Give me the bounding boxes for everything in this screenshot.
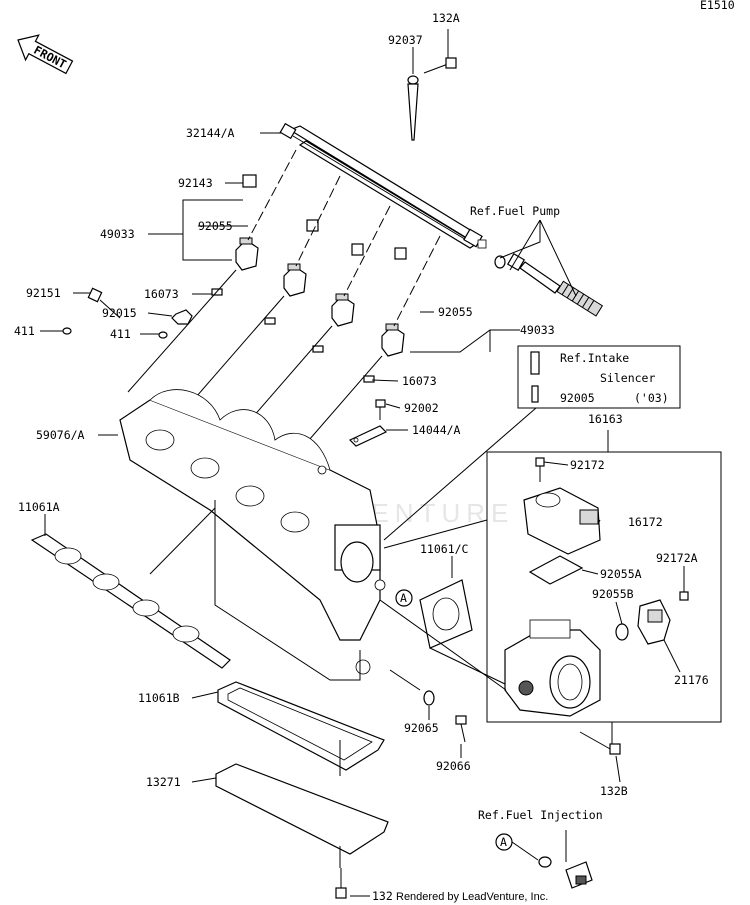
diagram-code: E1510: [700, 0, 735, 12]
seal-16073-d: [363, 375, 375, 383]
label-92002: 92002: [404, 401, 439, 415]
oring-92143-d: [394, 247, 407, 260]
intake-silencer-frame: [517, 345, 681, 409]
label-132A: 132A: [432, 11, 460, 25]
gasket-92055A: [528, 555, 584, 585]
label-16172: 16172: [628, 515, 663, 529]
nut-92015: [171, 309, 193, 325]
plug-92065: [423, 690, 435, 706]
label-13271: 13271: [146, 775, 181, 789]
throttle-body: [504, 619, 601, 717]
injector-4: [381, 323, 405, 357]
label-411-b: 411: [110, 327, 131, 341]
fuel-rail: [279, 122, 487, 249]
seal-16073-b: [264, 317, 276, 325]
label-92172: 92172: [570, 458, 605, 472]
fuel-injection-sensor: [538, 856, 593, 889]
bolt-132A: [423, 57, 457, 74]
oring-92143-c: [351, 243, 364, 256]
label-92005: 92005: [560, 391, 595, 405]
label-92143: 92143: [178, 176, 213, 190]
bolt-132: [335, 868, 347, 899]
label-49033-right: 49033: [520, 323, 555, 337]
seal-16073-c: [312, 345, 324, 353]
rod-92037: [407, 75, 419, 141]
throttle-cover-16172: [523, 487, 601, 555]
label-16163: 16163: [588, 412, 623, 426]
washer-411-a: [62, 327, 72, 335]
front-arrow-label: FRONT: [31, 43, 68, 72]
bolt-132B: [579, 731, 621, 755]
callout-a-top-label: A: [400, 591, 407, 605]
oring-92143-a: [242, 174, 257, 188]
label-16073-top: 16073: [144, 287, 179, 301]
front-arrow-icon: FRONT: [17, 34, 74, 75]
label-92055-left: 92055: [198, 219, 233, 233]
bracket-14044A: [348, 425, 388, 447]
washer-411-b: [158, 331, 168, 339]
gasket-11061B: [217, 681, 385, 771]
callout-a-bottom-label: A: [500, 835, 507, 849]
gasket-11061C: [419, 579, 473, 649]
label-411-a: 411: [14, 324, 35, 338]
part-labels: 132A 92037 32144/A 92143 92055 49033 Ref…: [14, 11, 709, 903]
screw-92172A: [679, 591, 689, 601]
injector-3: [331, 293, 355, 327]
fuel-pump-hose: [494, 252, 604, 317]
label-132B: 132B: [600, 784, 628, 798]
bolt-92066: [455, 715, 467, 743]
label-92066: 92066: [436, 759, 471, 773]
throttle-group-frame: [486, 451, 722, 723]
intake-manifold: [119, 389, 386, 675]
plenum-outline: [214, 500, 361, 681]
label-year-03: ('03): [634, 391, 669, 405]
label-11061A: 11061A: [18, 500, 60, 514]
label-92055A: 92055A: [600, 567, 642, 581]
sensor-21176: [637, 599, 671, 645]
cover-13271: [215, 763, 389, 855]
label-32144A: 32144/A: [186, 126, 235, 140]
label-92037: 92037: [388, 33, 423, 47]
label-11061B: 11061B: [138, 691, 180, 705]
label-92055B: 92055B: [592, 587, 634, 601]
injector-2: [283, 263, 307, 297]
pipe-intake: [530, 351, 540, 375]
label-ref-fuel-injection: Ref.Fuel Injection: [478, 808, 603, 822]
label-11061C: 11061/C: [420, 542, 469, 556]
label-92015: 92015: [102, 306, 137, 320]
label-92172A: 92172A: [656, 551, 698, 565]
injector-1: [235, 237, 259, 271]
pin-92005: [531, 385, 539, 403]
oring-92143-b: [306, 219, 319, 232]
gasket-11061A: [30, 533, 231, 669]
label-ref-intake-2: Silencer: [600, 371, 655, 385]
callout-a-bottom: A: [495, 833, 513, 851]
label-16073-mid: 16073: [402, 374, 437, 388]
screw-92172: [535, 457, 545, 482]
leader-lines: [40, 29, 685, 897]
label-92151: 92151: [26, 286, 61, 300]
bolt-92151: [87, 287, 121, 319]
label-ref-fuel-pump: Ref.Fuel Pump: [470, 204, 560, 218]
label-14044A: 14044/A: [412, 423, 461, 437]
label-21176: 21176: [674, 673, 709, 687]
label-132: 132: [372, 889, 393, 903]
label-92055-right: 92055: [438, 305, 473, 319]
label-59076A: 59076/A: [36, 428, 85, 442]
oring-92055B: [615, 623, 629, 641]
screw-92002: [375, 399, 386, 420]
credit-line: Rendered by LeadVenture, Inc.: [396, 891, 548, 903]
label-49033-left: 49033: [100, 227, 135, 241]
label-92065: 92065: [404, 721, 439, 735]
label-ref-intake-1: Ref.Intake: [560, 351, 629, 365]
callout-a-top: A: [395, 589, 413, 607]
